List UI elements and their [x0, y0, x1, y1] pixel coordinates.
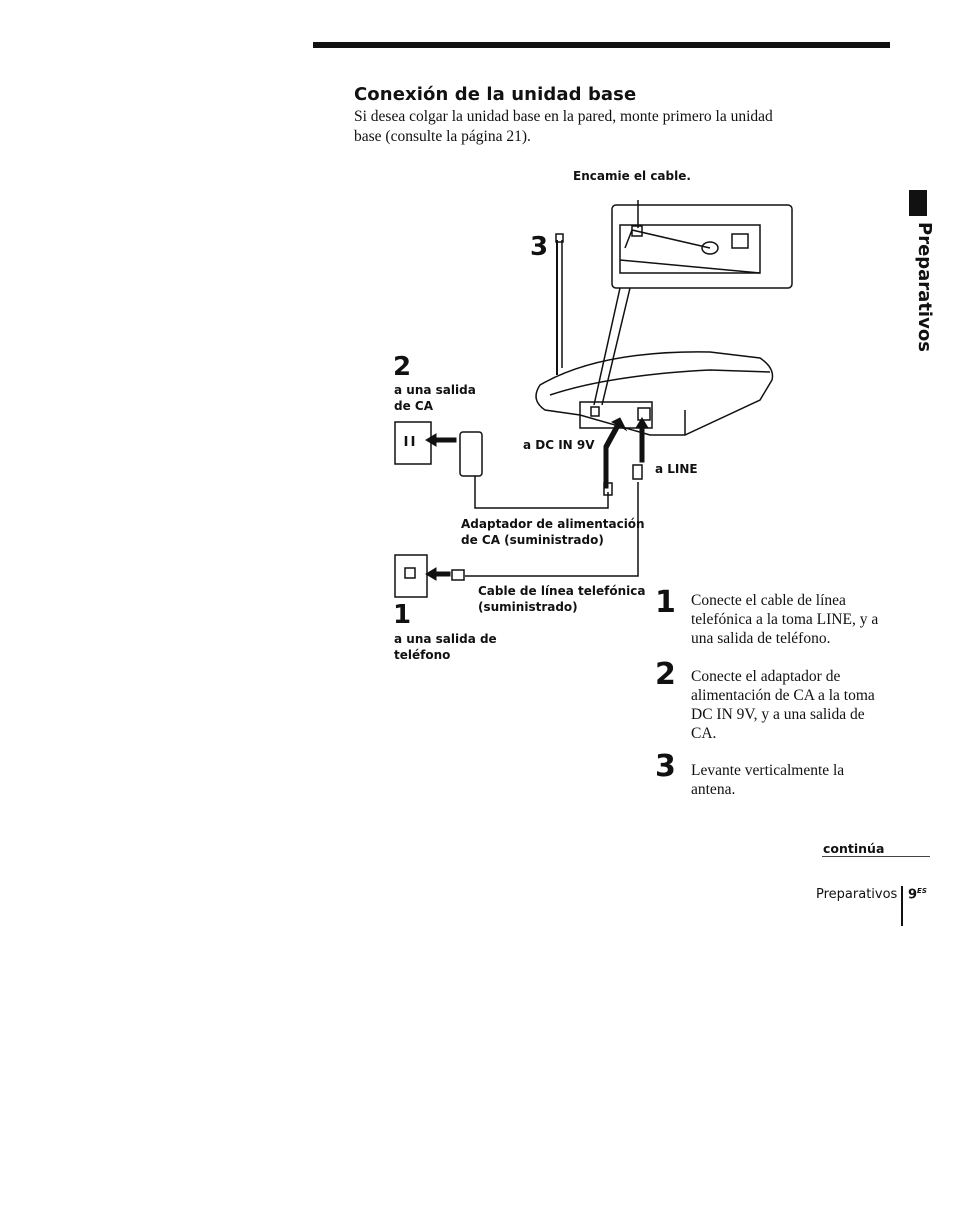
arrow-to-line: [635, 417, 649, 463]
diagram-number-1: 1: [393, 600, 412, 630]
step-2-number: 2: [655, 657, 676, 692]
intro-paragraph: Si desea colgar la unidad base en la par…: [354, 108, 773, 145]
base-unit: [535, 351, 774, 436]
step-3-number: 3: [655, 749, 676, 784]
inset-frame: [611, 204, 793, 289]
label-line: a LINE: [655, 462, 698, 476]
side-tab-label: Preparativos: [914, 222, 935, 352]
top-rule: [313, 42, 890, 48]
label-salida-telefono: a una salida de teléfono: [394, 632, 497, 662]
diagram-number-3: 3: [530, 232, 549, 262]
continua-label: continúa: [823, 841, 885, 856]
page-number: 9ES: [908, 887, 927, 902]
label-cable-linea: Cable de línea telefónica (suministrado): [478, 584, 646, 614]
label-salida-ca: a una salida de CA: [394, 383, 476, 413]
ac-adapter: [459, 431, 483, 477]
side-tab-marker: [909, 190, 927, 216]
diagram-number-2: 2: [393, 352, 412, 382]
phone-outlet: [394, 554, 428, 598]
connection-illustration: [394, 200, 793, 598]
step-1-text: Conecte el cable de línea telefónica a l…: [691, 592, 879, 647]
arrow-to-ac-outlet: [425, 433, 457, 447]
adapter-cable: [474, 476, 609, 509]
continua-rule: [822, 856, 930, 857]
connection-diagram: [380, 200, 800, 625]
footer-divider: [901, 886, 903, 926]
phone-cable: [465, 482, 639, 577]
footer-section: Preparativos: [816, 887, 898, 902]
section-title: Conexión de la unidad base: [354, 84, 637, 105]
page-number-suffix: ES: [917, 887, 927, 895]
arrow-to-dc-in: [603, 417, 628, 489]
step-2-text: Conecte el adaptador de alimentación de …: [691, 668, 875, 742]
inset-cable: [624, 229, 711, 249]
step-1-number: 1: [655, 585, 676, 620]
page-number-value: 9: [908, 887, 918, 903]
step-3-text: Levante verticalmente la antena.: [691, 762, 845, 798]
label-adaptador: Adaptador de alimentación de CA (suminis…: [461, 517, 645, 547]
inset-jack-panel: [619, 224, 761, 274]
label-dc-in: a DC IN 9V: [523, 438, 595, 452]
label-encamie: Encamie el cable.: [573, 169, 691, 183]
arrow-to-phone-outlet: [425, 567, 451, 581]
